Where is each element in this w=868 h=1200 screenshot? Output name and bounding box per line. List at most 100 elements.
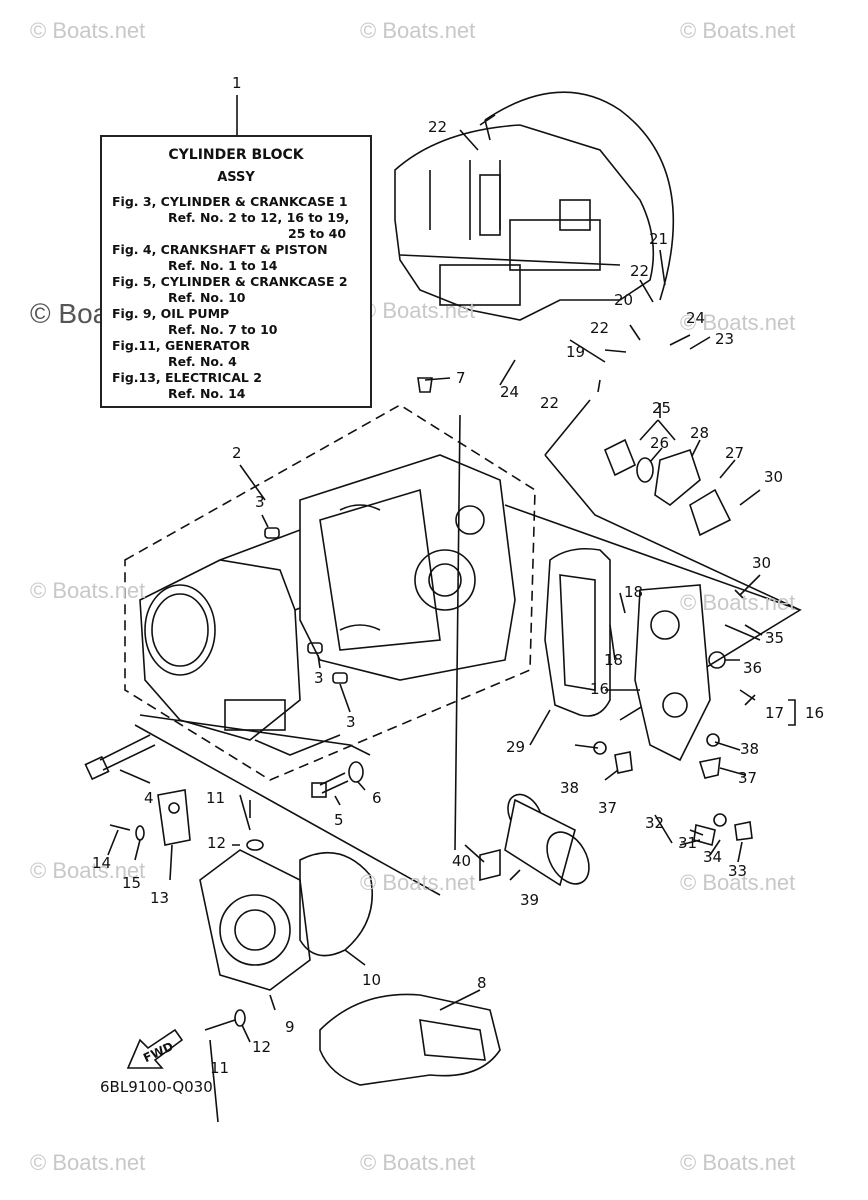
legend-line: Fig. 4, CRANKSHAFT & PISTON [112, 242, 328, 257]
watermark: © Boats.net [360, 298, 476, 323]
callout-label: 32 [645, 814, 664, 832]
callout-label: 18 [624, 583, 643, 601]
callout-label: 15 [122, 874, 141, 892]
callout-label: 17 [765, 704, 784, 722]
legend-line: Fig. 5, CYLINDER & CRANKCASE 2 [112, 274, 348, 289]
cylinder-block [139, 528, 321, 741]
gasket-10 [299, 852, 373, 957]
watermark: © Boats.net [680, 870, 796, 895]
callout-label: 4 [144, 789, 154, 807]
oil-pump-housing [634, 584, 711, 762]
assembly-box-2 [124, 404, 536, 781]
callout-label: 8 [477, 974, 487, 992]
callout-label: 18 [604, 651, 623, 669]
callout-label: 38 [560, 779, 579, 797]
callout-label: 38 [740, 740, 759, 758]
oil-filter-39 [504, 793, 590, 887]
legend-line: Ref. No. 10 [168, 290, 246, 305]
watermark: © Boats.net [30, 18, 146, 43]
watermark: © Boats.net [360, 1150, 476, 1175]
watermark: © Boats.net [360, 18, 476, 43]
legend-title: CYLINDER BLOCK [168, 147, 304, 163]
callout-label: 5 [334, 811, 344, 829]
bracket-13 [157, 789, 191, 846]
callout-label: 30 [752, 554, 771, 572]
callout-label: 34 [703, 848, 722, 866]
legend-line: Ref. No. 14 [168, 386, 246, 401]
callout-label: 22 [428, 118, 447, 136]
callout-label: 23 [715, 330, 734, 348]
callout-label: 11 [206, 789, 225, 807]
callout-label: 24 [686, 309, 705, 327]
callout-label: 29 [506, 738, 525, 756]
callout-label: 12 [252, 1038, 271, 1056]
callout-label: 11 [210, 1059, 229, 1077]
fitting-40 [479, 848, 501, 882]
watermark: © Boats.net [680, 590, 796, 615]
callout-label: 39 [520, 891, 539, 909]
callout-label: 22 [590, 319, 609, 337]
callout-label: 13 [150, 889, 169, 907]
fwd-label: FWD [141, 1039, 175, 1065]
dowel-pin [264, 527, 280, 539]
callout-label: 16 [805, 704, 824, 722]
engine-top-housing [394, 124, 655, 321]
legend-line: Fig.11, GENERATOR [112, 338, 250, 353]
callout-label: 24 [500, 383, 519, 401]
callout-label: 31 [678, 834, 697, 852]
crankcase [299, 454, 516, 681]
callout-label: 9 [285, 1018, 295, 1036]
callout-label: 25 [652, 399, 671, 417]
callout-label: 22 [630, 262, 649, 280]
callout-label: 10 [362, 971, 381, 989]
legend-line: Ref. No. 4 [168, 354, 237, 369]
legend-box: CYLINDER BLOCK ASSY Fig. 3, CYLINDER & C… [100, 135, 372, 408]
callout-label: 2 [232, 444, 242, 462]
callout-label: 14 [92, 854, 111, 872]
callout-label: 3 [346, 713, 356, 731]
watermark: © Boats.net [30, 858, 146, 883]
legend-subtitle: ASSY [217, 170, 255, 185]
callout-label: 22 [540, 394, 559, 412]
callout-label: 30 [764, 468, 783, 486]
gasket-29 [544, 547, 611, 717]
base-gasket-8 [319, 993, 501, 1086]
callout-label: 7 [456, 369, 466, 387]
callout-label: 35 [765, 629, 784, 647]
oil-pump-9 [199, 849, 311, 991]
callout-label: 6 [372, 789, 382, 807]
bolt-4 [84, 734, 156, 781]
watermark: © Boats.net [360, 870, 476, 895]
legend-line: Fig.13, ELECTRICAL 2 [112, 370, 262, 385]
legend-line: Ref. No. 2 to 12, 16 to 19, [168, 210, 350, 225]
callout-label: 40 [452, 852, 471, 870]
watermark: © Boats.net [680, 1150, 796, 1175]
callout-label: 20 [614, 291, 633, 309]
legend-line: Fig. 3, CYLINDER & CRANKCASE 1 [112, 194, 348, 209]
watermark: © Boats.net [30, 578, 146, 603]
callout-label: 37 [598, 799, 617, 817]
callout-label: 1 [232, 74, 242, 92]
callout-label: 27 [725, 444, 744, 462]
watermark: © Boats.net [680, 18, 796, 43]
callout-label: 3 [314, 669, 324, 687]
callout-label: 26 [650, 434, 669, 452]
callout-label: 28 [690, 424, 709, 442]
callout-label: 36 [743, 659, 762, 677]
legend-line: Ref. No. 1 to 14 [168, 258, 278, 273]
watermark: © Boats.net [30, 1150, 146, 1175]
callout-label: 37 [738, 769, 757, 787]
callout-label: 33 [728, 862, 747, 880]
legend-line: Ref. No. 7 to 10 [168, 322, 278, 337]
diagram-code: 6BL9100-Q030 [100, 1078, 213, 1096]
callout-label: 12 [207, 834, 226, 852]
callout-label: 19 [566, 343, 585, 361]
callout-label: 3 [255, 493, 265, 511]
watermark: © Boats.net [680, 310, 796, 335]
fwd-arrow-icon [126, 1028, 184, 1069]
legend-line: 25 to 40 [288, 226, 347, 241]
callout-label: 21 [649, 230, 668, 248]
legend-line: Fig. 9, OIL PUMP [112, 306, 230, 321]
